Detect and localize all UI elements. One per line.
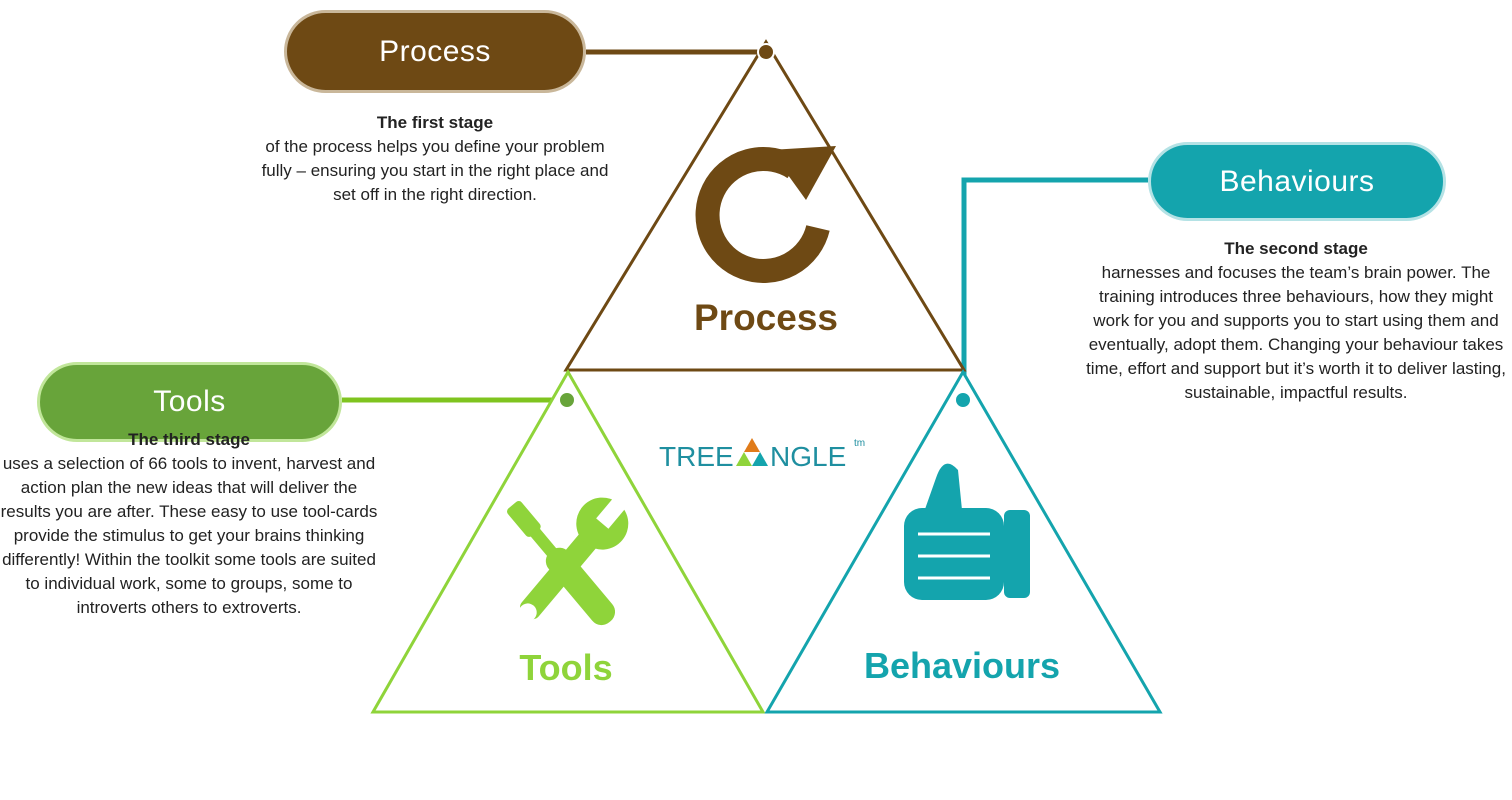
tools-description: The third stage uses a selection of 66 t… [0, 428, 378, 620]
process-description-text: of the process helps you define your pro… [261, 137, 609, 204]
tools-heading: The third stage [128, 430, 250, 449]
process-description: The first stage of the process helps you… [256, 111, 614, 207]
process-triangle [563, 39, 967, 372]
tools-triangle [370, 368, 766, 714]
behaviours-description-text: harnesses and focuses the team’s brain p… [1086, 263, 1506, 402]
logo-text-left: TREE [659, 441, 734, 472]
behaviours-dot [954, 391, 972, 409]
process-pill[interactable]: Process [284, 10, 586, 93]
treeangle-logo: TREE NGLE tm [659, 438, 865, 472]
logo-text-right: NGLE [770, 441, 846, 472]
behaviours-connector [961, 177, 1148, 400]
behaviours-pill[interactable]: Behaviours [1148, 142, 1446, 221]
process-dot [757, 43, 775, 61]
behaviours-heading: The second stage [1224, 239, 1368, 258]
behaviours-triangle-label: Behaviours [864, 645, 1060, 686]
logo-trademark: tm [854, 438, 865, 449]
logo-triangle-mark [736, 438, 768, 466]
behaviours-description: The second stage harnesses and focuses t… [1081, 237, 1511, 405]
process-heading: The first stage [376, 113, 494, 132]
tools-triangle-label: Tools [519, 647, 612, 688]
wrench-screwdriver-icon [507, 492, 631, 626]
process-triangle-label: Process [694, 297, 838, 338]
thumbs-up-icon [904, 463, 1030, 600]
tools-description-text: uses a selection of 66 tools to invent, … [0, 454, 378, 617]
refresh-arrow-icon [695, 146, 836, 283]
tools-pill[interactable]: Tools [37, 362, 342, 442]
tools-dot [558, 391, 576, 409]
